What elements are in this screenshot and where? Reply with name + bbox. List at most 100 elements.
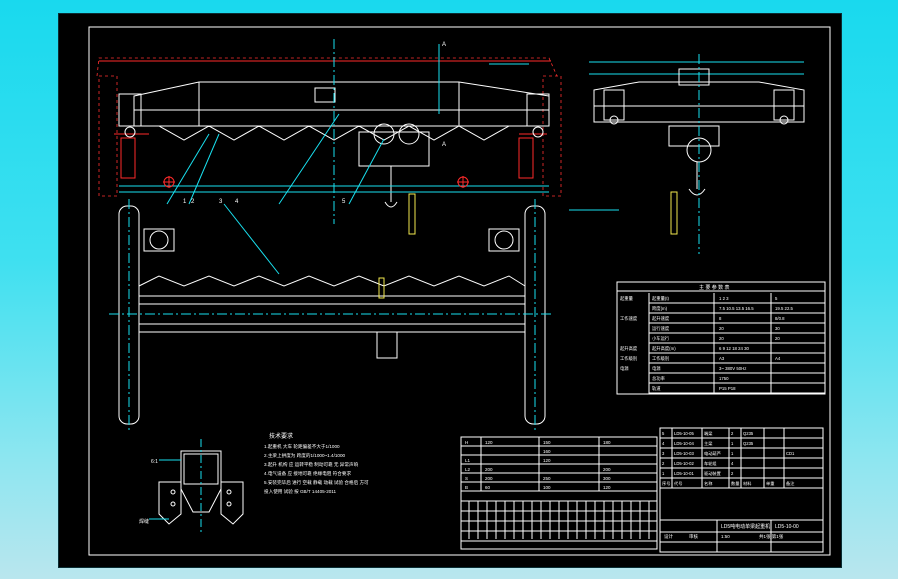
main-girder — [133, 81, 550, 127]
title-sheet: 共1张 第1张 — [759, 533, 784, 540]
param-label: 跨度(m) — [652, 305, 668, 312]
drawing-border — [88, 26, 831, 556]
dims-cell: 120 — [543, 458, 551, 463]
param-value: 20 — [719, 326, 724, 331]
param-label: 电源 — [652, 365, 661, 372]
parts-header: 备注 — [786, 480, 795, 487]
dims-cell: 120 — [485, 440, 493, 445]
note-line-4: 4.电气设备 应 接地可靠 绝缘电阻 符合要求 — [264, 470, 351, 477]
dims-cell: 150 — [543, 440, 551, 445]
param-value: 8 — [719, 316, 722, 321]
param-value: 20 — [719, 336, 724, 341]
parts-cell: LD5-10-01 — [674, 471, 694, 476]
front-elevation-view: A A — [96, 39, 562, 235]
parameter-table-title: 主 要 参 数 表 — [699, 284, 730, 291]
param-value: 20 — [775, 336, 780, 341]
parts-cell: 电动葫芦 — [704, 450, 721, 457]
plan-view: 1 2 3 4 5 — [109, 113, 554, 432]
dims-cell: 60 — [485, 485, 491, 490]
parts-cell: Q235 — [743, 431, 754, 436]
param-label: 小车运行 — [652, 335, 670, 342]
callout-3: 3 — [219, 199, 223, 205]
section-detail: 6:1 焊缝 — [139, 439, 244, 534]
dims-cell: 100 — [543, 485, 551, 490]
dims-cell: 160 — [543, 449, 551, 454]
parts-cell: 2 — [731, 431, 734, 436]
parts-cell: 端梁 — [704, 430, 713, 437]
end-truck-left — [118, 93, 142, 127]
side-view — [569, 54, 805, 254]
end-truck-right — [526, 93, 550, 127]
parts-cell: 3 — [662, 451, 665, 456]
dims-cell: 250 — [543, 476, 551, 481]
dims-cell: L2 — [465, 467, 471, 472]
param-group: 起重量 — [620, 295, 634, 302]
param-label: 起升高度(m) — [652, 345, 676, 352]
section-mark-a: A — [442, 42, 446, 48]
title-name: LD5吨电动单梁起重机 — [721, 523, 770, 530]
dims-cell: 180 — [603, 440, 611, 445]
dims-cell: L1 — [465, 458, 471, 463]
parts-cell: Q235 — [743, 441, 754, 446]
param-label: 起重量(t) — [652, 295, 670, 302]
note-line-3: 3.起升 机构 应 运转平稳 制动可靠 无 异常声响 — [264, 461, 359, 468]
parts-cell: 1 — [662, 471, 665, 476]
param-value: P15 P18 — [719, 386, 736, 391]
title-designer: 设计 — [664, 533, 673, 540]
callout-5: 5 — [342, 199, 346, 205]
param-value: 8/0.8 — [775, 316, 785, 321]
dims-cell: B — [465, 485, 468, 490]
param-value: 30 — [775, 326, 780, 331]
parts-cell: 1 — [731, 451, 734, 456]
title-checker: 审核 — [689, 533, 698, 540]
param-value: 5 — [775, 296, 778, 301]
param-value: A4 — [775, 356, 781, 361]
section-mark-b: A — [442, 142, 446, 148]
param-value: A3 — [719, 356, 725, 361]
param-value: 7.5 10.5 13.5 16.5 — [719, 306, 754, 311]
dims-cell: H — [465, 440, 468, 445]
parts-header: 代号 — [674, 480, 682, 487]
weld-label: 焊缝 — [139, 518, 149, 525]
parts-header: 单重 — [766, 480, 774, 487]
parts-cell: 驱动装置 — [704, 470, 721, 477]
dims-cell: 120 — [603, 485, 611, 490]
param-label: 起升速度 — [652, 315, 670, 322]
parts-cell: 主梁 — [704, 440, 713, 447]
callout-2: 2 — [191, 199, 195, 205]
cad-drawing: A A — [88, 26, 831, 556]
cad-viewport[interactable]: A A — [58, 13, 842, 568]
dims-cell: 200 — [485, 476, 493, 481]
note-line-1: 1.起重机 大车 轮距偏差不大于1/1000 — [264, 443, 340, 450]
note-line-5: 5.安装完毕后 进行 空载 静载 动载 试验 合格后 方可 — [264, 479, 369, 486]
param-label: 工作级别 — [652, 355, 669, 362]
parts-cell: 1 — [731, 441, 734, 446]
param-group: 工作级别 — [620, 355, 637, 362]
parts-cell: LD5-10-05 — [674, 431, 694, 436]
detail-label: 6:1 — [151, 459, 158, 465]
param-value: 3~ 380V 50Hz — [719, 366, 746, 371]
parts-cell: 2 — [731, 471, 734, 476]
param-value: 19.5 22.5 — [775, 306, 794, 311]
param-group: 起升高度 — [620, 345, 638, 352]
side-girder — [593, 81, 805, 123]
parts-header: 材料 — [743, 480, 752, 487]
dims-cell: 200 — [485, 467, 493, 472]
parts-header: 名称 — [704, 480, 712, 487]
dims-cell: 200 — [603, 467, 611, 472]
title-scale: 1:50 — [721, 534, 730, 539]
parts-header: 序号 — [662, 480, 670, 487]
parts-header: 数量 — [731, 480, 739, 487]
param-value: 1750 — [719, 376, 729, 381]
param-group: 工作速度 — [620, 315, 638, 322]
notes-title: 技术要求 — [269, 432, 293, 440]
parts-cell: 4 — [731, 461, 734, 466]
parts-cell: LD5-10-04 — [674, 441, 694, 446]
dims-cell: 300 — [603, 476, 611, 481]
param-label: 轨道 — [652, 385, 661, 392]
dims-cell: S — [465, 476, 468, 481]
param-label: 总功率 — [652, 375, 666, 382]
parts-cell: 2 — [662, 461, 665, 466]
